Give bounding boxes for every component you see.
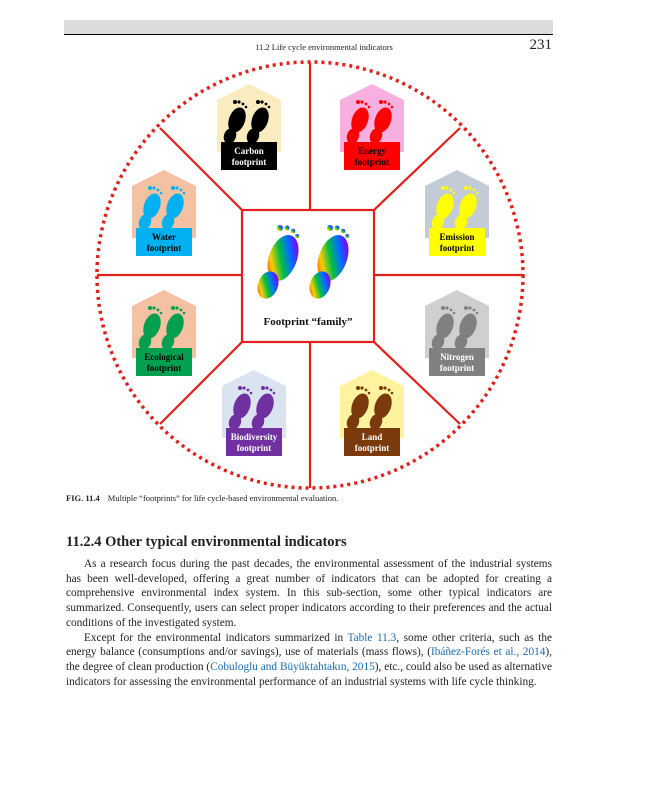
footprint-icon [431, 186, 479, 230]
label-text: Carbon [234, 146, 264, 156]
label-text: Land [362, 432, 383, 442]
top-bar [64, 20, 553, 34]
header-rule [64, 34, 553, 35]
body-text: As a research focus during the past deca… [66, 557, 552, 689]
spokes [97, 62, 523, 488]
label-text: footprint [237, 443, 272, 453]
center-label: Footprint “family” [264, 316, 353, 328]
label-text: Energy [358, 146, 386, 156]
link-cobuloglu-2015[interactable]: Cobuloglu and Büyüktahtakın, 2015 [210, 660, 375, 673]
label-text: footprint [147, 363, 182, 373]
label-box [226, 428, 282, 456]
dotted-circle [95, 60, 525, 490]
label-text: footprint [440, 243, 475, 253]
label-box [429, 228, 485, 256]
text: ), etc., could also be used as alternati… [66, 660, 552, 688]
footprint-icon [223, 100, 271, 144]
label-text: footprint [355, 443, 390, 453]
caption-number: FIG. 11.4 [66, 493, 100, 503]
page-number: 231 [529, 37, 553, 53]
paragraph-2: Except for the environmental indicators … [66, 631, 552, 690]
footprint-icon [138, 306, 186, 350]
footprint-icon [228, 386, 276, 430]
label-box [344, 428, 400, 456]
link-table-11-3[interactable]: Table 11.3 [347, 631, 397, 644]
footprint-icon [138, 186, 186, 230]
footprint-diagram: Footprint “family” CarbonfootprintEnergy… [95, 60, 525, 490]
label-text: footprint [440, 363, 475, 373]
paragraph-1: As a research focus during the past deca… [66, 558, 552, 629]
footprint-icon [431, 306, 479, 350]
text: ), the degree of clean production ( [66, 646, 552, 673]
label-box [136, 228, 192, 256]
label-box [429, 348, 485, 376]
section-heading: 11.2.4 Other typical environmental indic… [66, 534, 347, 550]
text: Except for the environmental indicators … [84, 631, 348, 644]
rainbow-footprint-icon [257, 225, 349, 299]
label-text: Water [152, 232, 176, 242]
footprint-icon [346, 386, 394, 430]
link-ibanez-fores-2014[interactable]: Ibáñez-Forés et al., 2014 [430, 646, 546, 659]
label-text: footprint [147, 243, 182, 253]
label-text: Emission [439, 232, 474, 242]
running-title: 11.2 Life cycle environmental indicators [255, 42, 393, 52]
label-text: footprint [355, 157, 390, 167]
label-text: Biodiversity [231, 432, 278, 442]
label-box [136, 348, 192, 376]
footprint-icon [346, 100, 394, 144]
caption-text: Multiple “footprints” for life cycle-bas… [107, 493, 339, 503]
figure-caption: FIG. 11.4 Multiple “footprints” for life … [66, 493, 338, 503]
label-text: Ecological [144, 352, 184, 362]
label-text: footprint [232, 157, 267, 167]
text: , some other criteria, such as the energ… [66, 631, 552, 659]
label-box [221, 142, 277, 170]
label-text: Nitrogen [440, 352, 474, 362]
label-box [344, 142, 400, 170]
